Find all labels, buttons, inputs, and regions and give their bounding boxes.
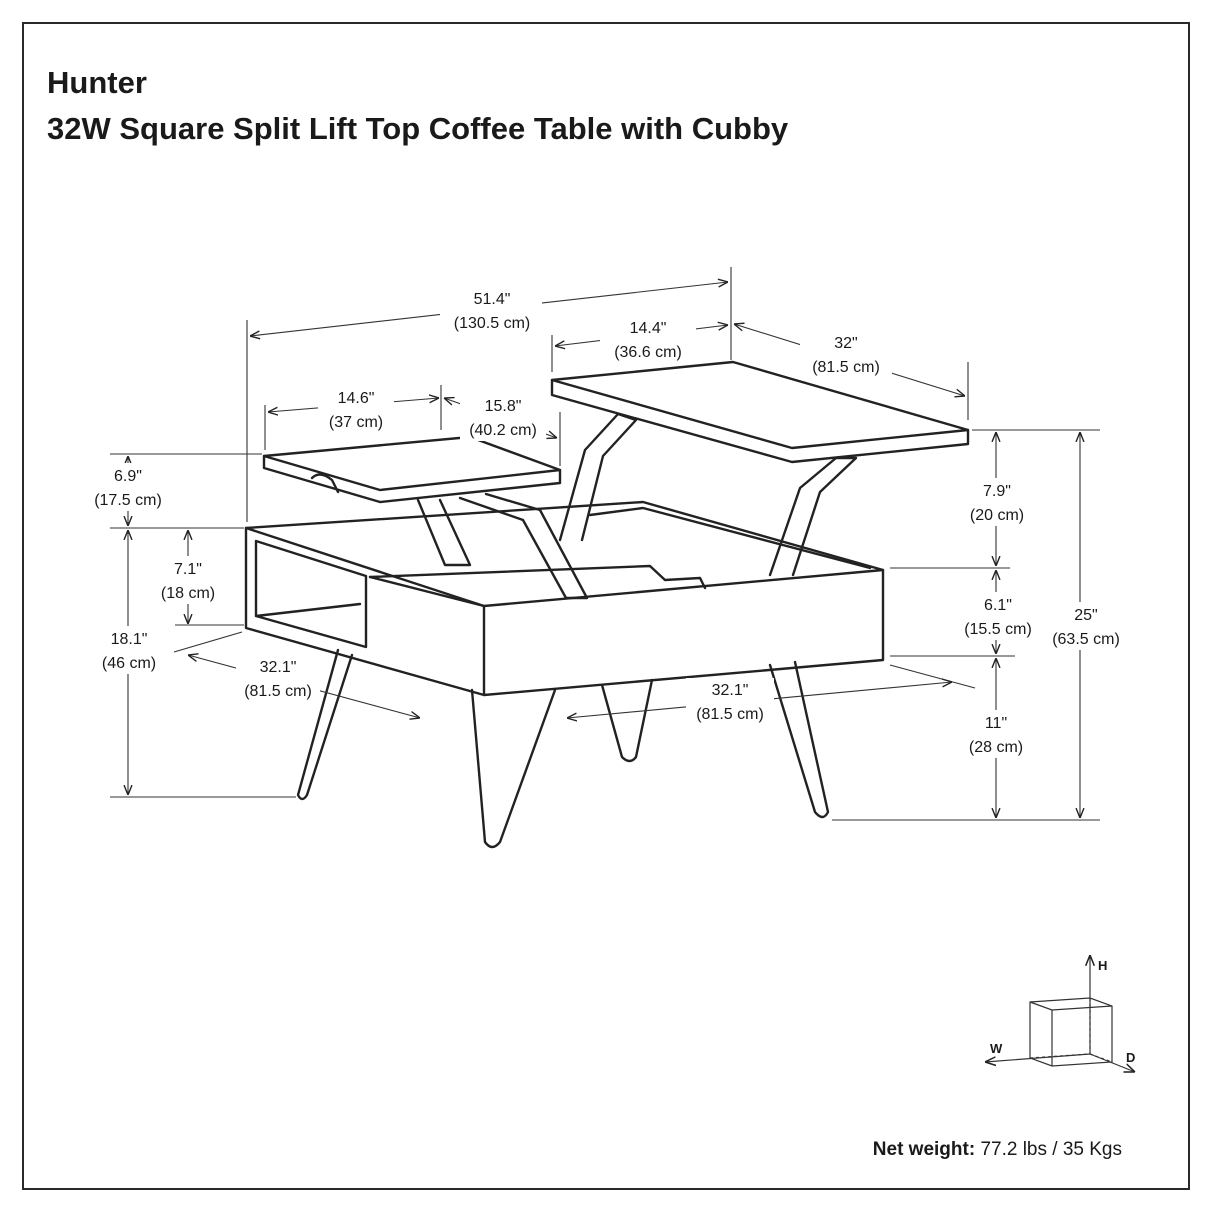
- label-right-top-width-cm: (36.6 cm): [614, 344, 682, 361]
- label-closed-height-cm: (46 cm): [102, 655, 156, 672]
- inner-divider: [368, 564, 707, 590]
- axis-w-label: W: [990, 1041, 1003, 1056]
- label-cubby-in: 7.1": [174, 561, 202, 578]
- diagram-frame: [22, 22, 1190, 1190]
- left-lift-top-edge: [262, 454, 562, 492]
- right-arm-b: [768, 456, 858, 577]
- right-arm-a: [558, 412, 638, 542]
- leg-right: [768, 660, 830, 819]
- label-body-depth-cm: (81.5 cm): [696, 706, 764, 723]
- label-box-height-in: 6.1": [984, 597, 1012, 614]
- label-left-top-width-cm: (37 cm): [329, 414, 383, 431]
- label-gap-in: 15.8": [485, 398, 522, 415]
- label-left-lift-in: 6.9": [114, 468, 142, 485]
- label-body-width-cm: (81.5 cm): [244, 683, 312, 700]
- axis-w-arrow: [985, 1053, 1091, 1062]
- leg-front: [470, 688, 557, 849]
- axis-h-label: H: [1098, 958, 1107, 973]
- product-title: Hunter 32W Square Split Lift Top Coffee …: [47, 60, 788, 152]
- left-arm-a: [416, 498, 472, 567]
- left-lift-top-notch: [310, 473, 340, 494]
- label-total-width-cm: (130.5 cm): [454, 315, 530, 332]
- label-right-top-depth-cm: (81.5 cm): [812, 359, 880, 376]
- inner-left-edge: [368, 575, 486, 608]
- label-box-height-cm: (15.5 cm): [964, 621, 1032, 638]
- net-weight: Net weight: 77.2 lbs / 35 Kgs: [873, 1139, 1122, 1161]
- table-illustration: [244, 360, 970, 849]
- right-lift-top-edge: [550, 378, 970, 450]
- cubby-opening: [254, 539, 368, 649]
- label-right-top-width-in: 14.4": [630, 320, 667, 337]
- label-left-lift-cm: (17.5 cm): [94, 492, 162, 509]
- cubby-shelf: [254, 602, 362, 618]
- label-total-height-in: 25": [1074, 607, 1097, 624]
- product-name: 32W Square Split Lift Top Coffee Table w…: [47, 111, 789, 146]
- left-arm-b: [458, 492, 589, 600]
- label-total-height-cm: (63.5 cm): [1052, 631, 1120, 648]
- net-weight-value: 77.2 lbs / 35 Kgs: [980, 1139, 1122, 1160]
- label-right-lift-in: 7.9": [983, 483, 1011, 500]
- dimension-labels: 51.4" (130.5 cm) 14.4" (36.6 cm) 32" (81…: [94, 291, 1120, 756]
- label-body-depth-in: 32.1": [712, 682, 749, 699]
- axis-d-label: D: [1126, 1050, 1135, 1065]
- label-total-width-in: 51.4": [474, 291, 511, 308]
- label-legs-cm: (28 cm): [969, 739, 1023, 756]
- label-right-lift-cm: (20 cm): [970, 507, 1024, 524]
- label-body-width-in: 32.1": [260, 659, 297, 676]
- inner-rim: [588, 506, 872, 570]
- table-body: [244, 500, 885, 697]
- net-weight-label: Net weight:: [872, 1139, 976, 1160]
- label-closed-height-in: 18.1": [111, 631, 148, 648]
- label-left-top-width-in: 14.6": [338, 390, 375, 407]
- label-cubby-cm: (18 cm): [161, 585, 215, 602]
- label-legs-in: 11": [985, 715, 1007, 732]
- label-gap-cm: (40.2 cm): [469, 422, 537, 439]
- leg-left: [296, 648, 354, 801]
- axis-cube-icon: [985, 955, 1135, 1072]
- leg-back: [600, 678, 654, 763]
- dimension-label-backs: [84, 286, 1128, 758]
- brand-name: Hunter: [47, 65, 147, 100]
- label-right-top-depth-in: 32": [834, 335, 857, 352]
- axis-d-arrow: [1089, 1053, 1135, 1072]
